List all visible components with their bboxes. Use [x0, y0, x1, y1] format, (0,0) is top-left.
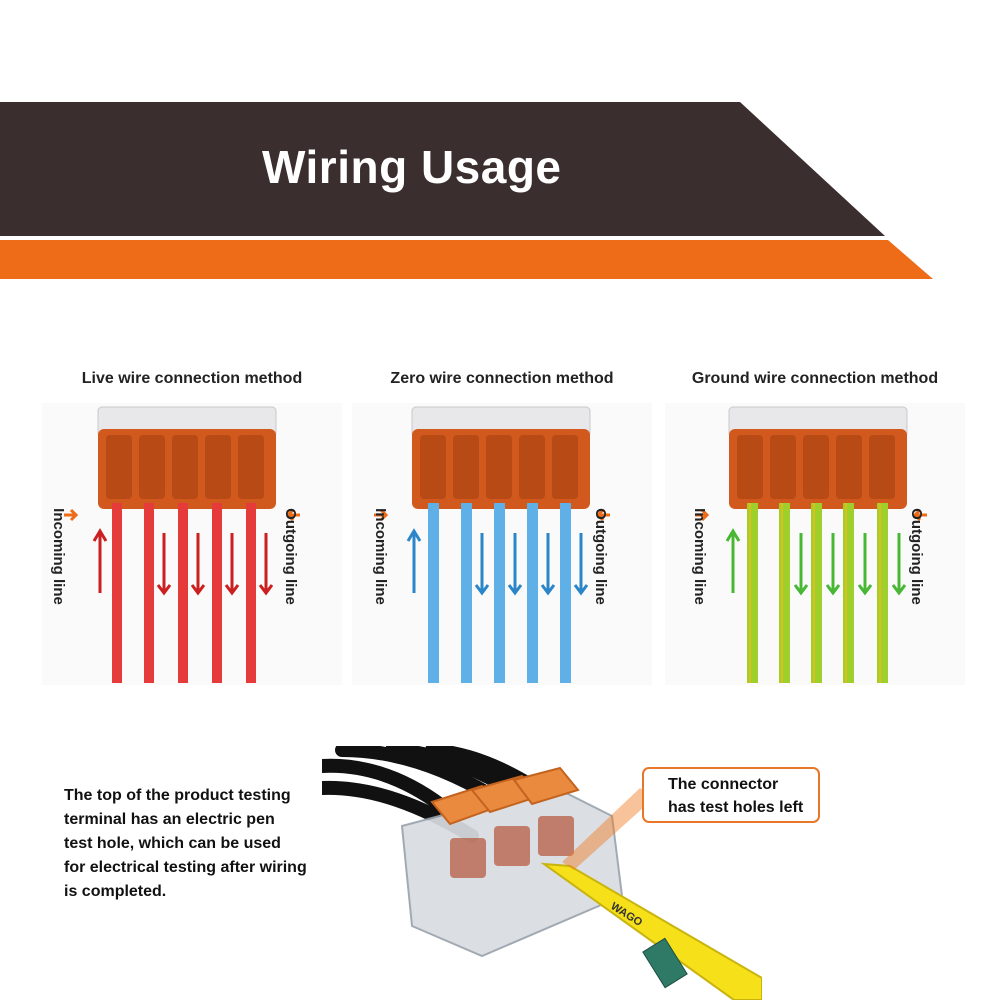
outgoing-arrow-icon: [595, 508, 610, 522]
incoming-arrow-icon: [374, 508, 389, 522]
panel-title: Ground wire connection method: [691, 370, 939, 387]
zero-wire-diagram: [352, 403, 652, 685]
panel-title: Zero wire connection method: [390, 370, 614, 387]
flow-arrows: [92, 528, 274, 596]
description-line: for electrical testing after wiring: [64, 859, 307, 876]
callout-line: has test holes left: [668, 799, 804, 816]
callout-pointer: [562, 788, 654, 870]
panel-ground-wire: Ground wire connection method: [665, 360, 965, 690]
panel-live-wire: Live wire connection method: [42, 360, 342, 690]
description-line: terminal has an electric pen: [64, 811, 275, 828]
flow-arrows: [725, 528, 907, 596]
incoming-arrow-icon: [695, 508, 710, 522]
banner-orange-band: [0, 240, 933, 279]
page-title: Wiring Usage: [262, 141, 562, 193]
incoming-line-label: Incoming line: [49, 508, 67, 605]
ground-wire-diagram: [665, 403, 965, 685]
testing-description: The top of the product testing terminal …: [64, 784, 344, 904]
callout-line: The connector: [668, 776, 779, 793]
incoming-arrow-icon: [64, 508, 79, 522]
connector-test-photo: WAGO: [322, 746, 762, 1000]
outgoing-line-label: Outgoing line: [281, 508, 299, 605]
test-hole-callout: The connector has test holes left: [642, 767, 820, 823]
ground-wires: [747, 503, 888, 683]
zero-wires: [428, 503, 571, 683]
ground-stripes: [749, 503, 881, 683]
incoming-line-label: Incoming line: [690, 508, 708, 605]
description-line: is completed.: [64, 883, 167, 900]
banner-divider: [0, 236, 888, 240]
orange-levers: [430, 766, 580, 826]
live-wire-diagram: [42, 403, 342, 685]
inner-contacts: [450, 816, 574, 878]
description-line: The top of the product testing: [64, 787, 291, 804]
incoming-line-label: Incoming line: [371, 508, 389, 605]
outgoing-arrow-icon: [912, 508, 927, 522]
panel-title: Live wire connection method: [81, 370, 303, 387]
outgoing-arrow-icon: [285, 508, 300, 522]
connector-top: [411, 406, 591, 509]
panel-zero-wire: Zero wire connection method: [352, 360, 652, 690]
connector-top: [97, 406, 277, 509]
flow-arrows: [406, 528, 589, 596]
outgoing-line-label: Outgoing line: [907, 508, 925, 605]
header-banner: [0, 102, 933, 279]
voltage-tester-pen: WAGO: [540, 862, 762, 1000]
banner-dark-band: [0, 102, 885, 236]
description-line: test hole, which can be used: [64, 835, 281, 852]
live-wires: [112, 503, 256, 683]
outgoing-line-label: Outgoing line: [591, 508, 609, 605]
connector-top: [728, 406, 908, 509]
